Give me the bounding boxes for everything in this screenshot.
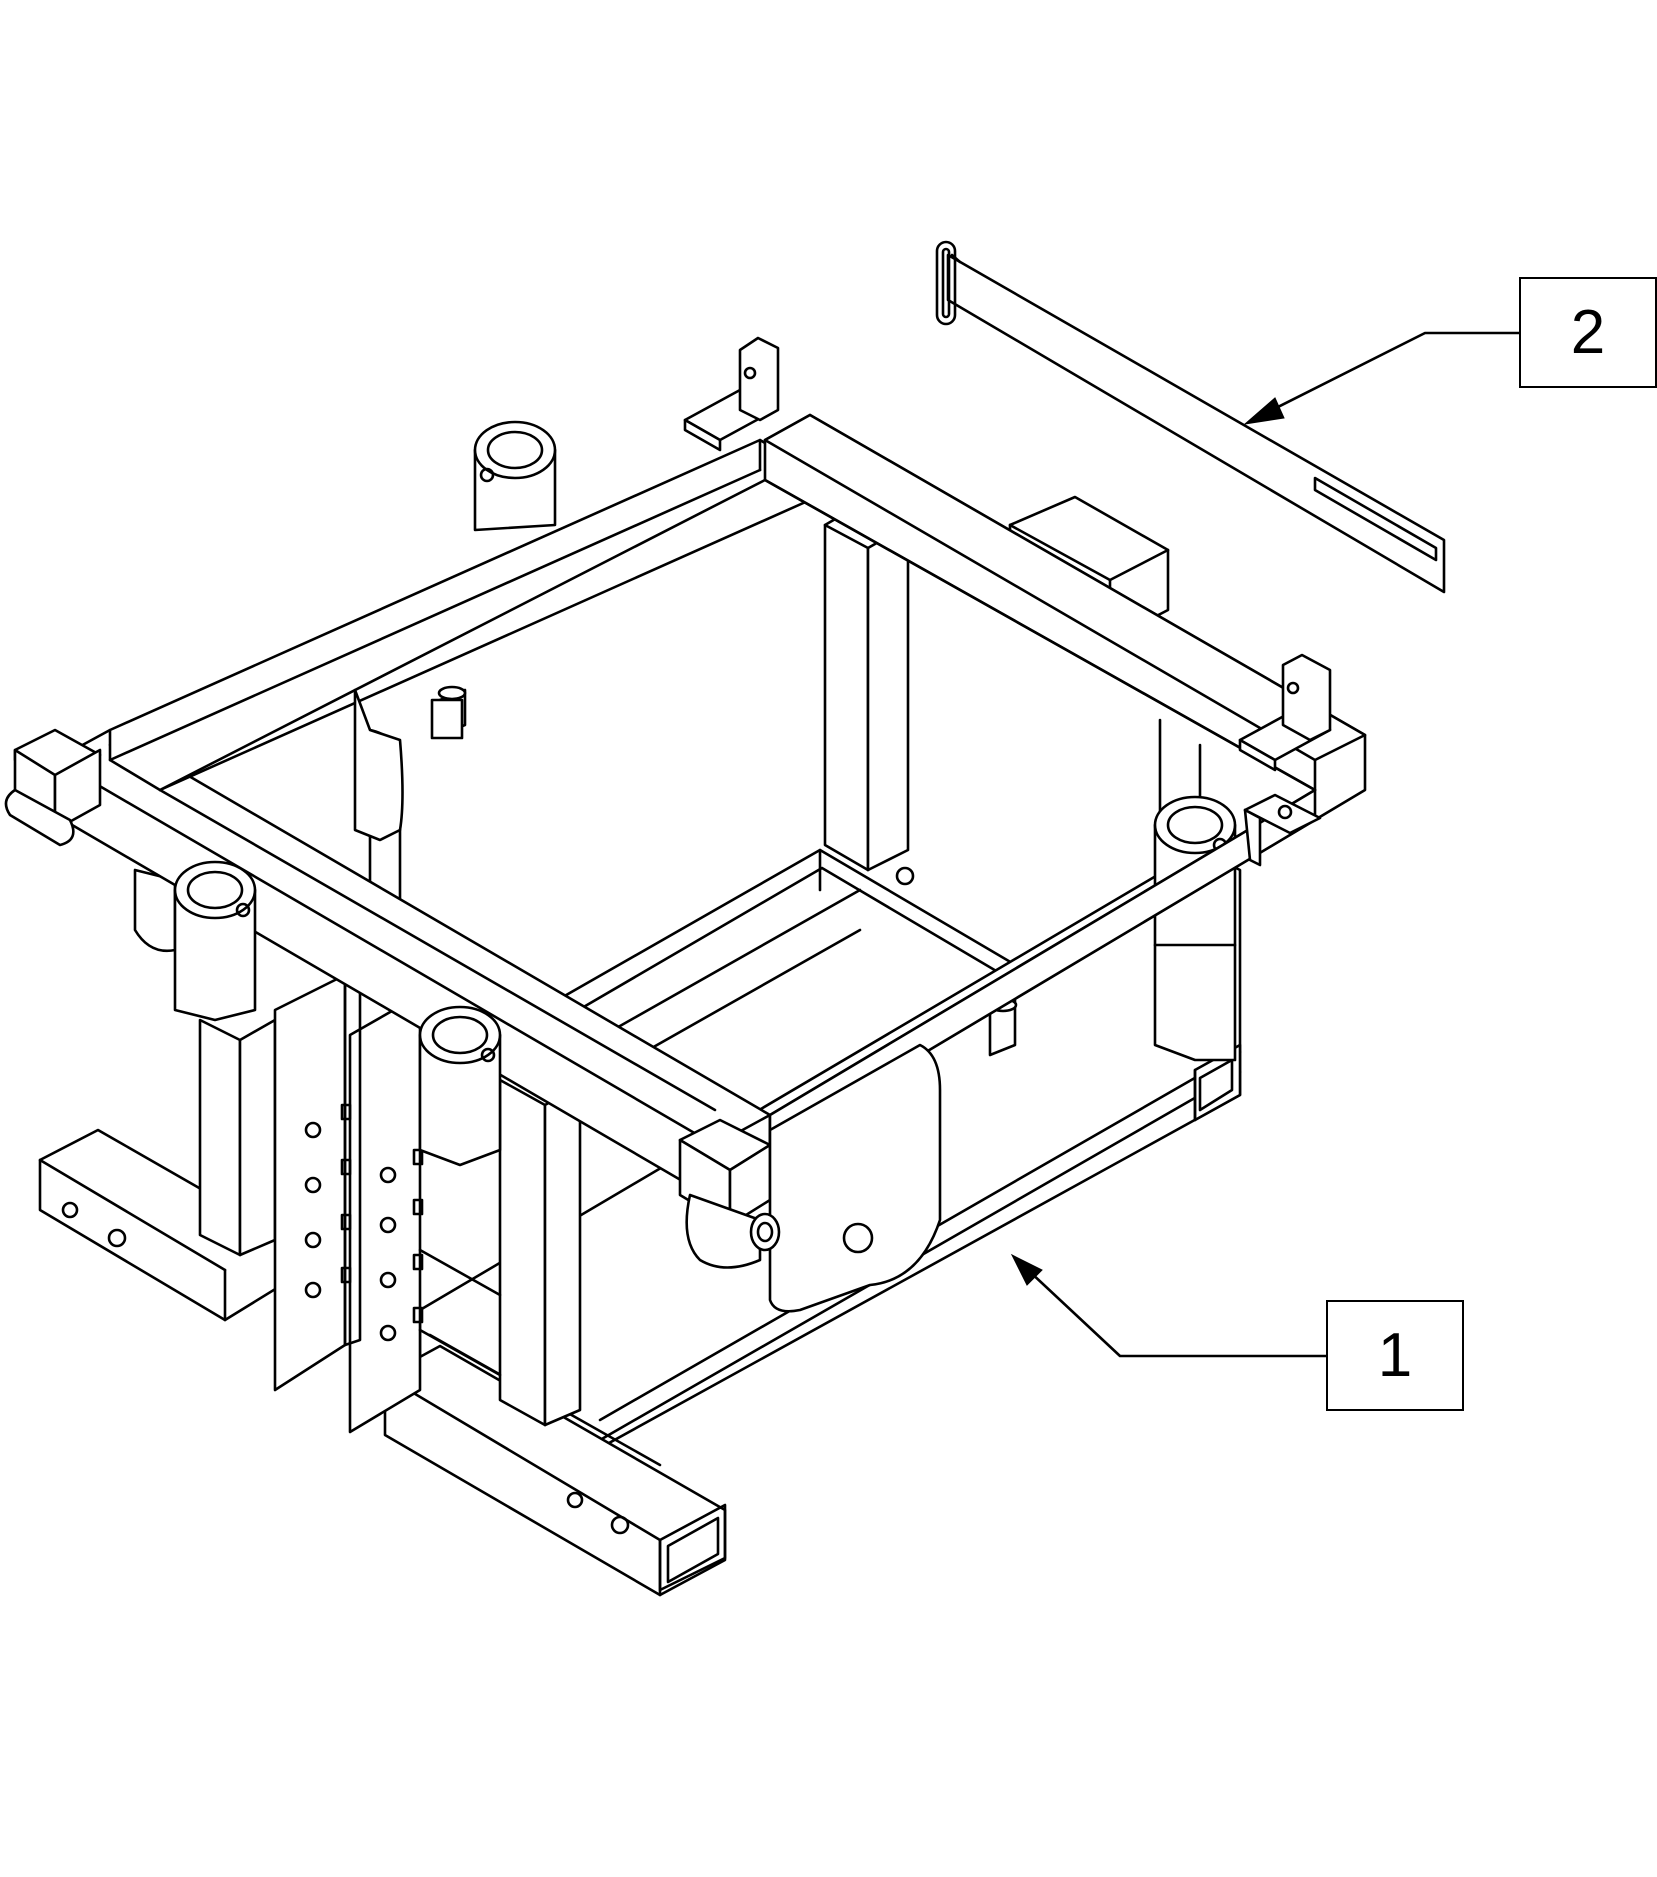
frame-part-1 [4,336,1367,1597]
strap-part-2 [935,240,1446,594]
leader-line-2 [1243,331,1521,425]
callout-label-2: 2 [1519,277,1657,388]
leader-line-1 [1010,1253,1328,1358]
callout-label-1: 1 [1326,1300,1464,1411]
